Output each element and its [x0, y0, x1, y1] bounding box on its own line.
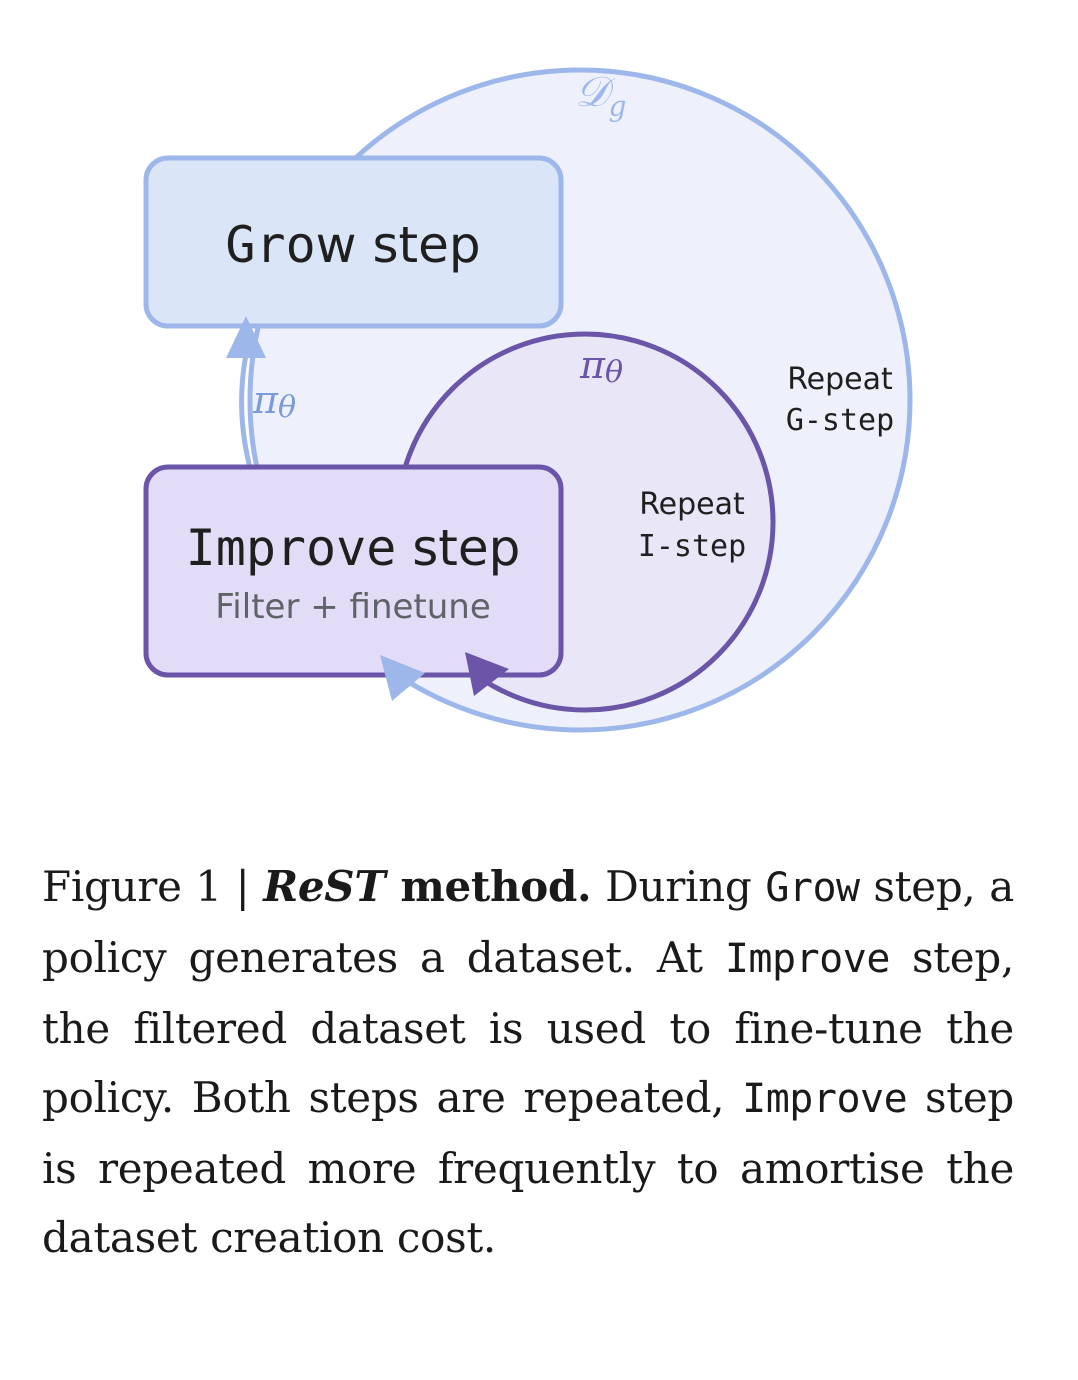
g-step-label: G-step	[786, 403, 894, 438]
improve-step-box	[143, 464, 564, 678]
figure-label: Figure 1 |	[42, 862, 264, 911]
grow-arrowhead-icon	[226, 316, 266, 358]
repeat-g-step-label: Repeat	[787, 362, 893, 397]
inner-policy-symbol: πθ	[579, 343, 623, 390]
grow-step-label: Grow step	[225, 216, 480, 274]
caption-code-improve-2: Improve	[742, 1076, 908, 1122]
method-suffix: method.	[385, 862, 592, 911]
figure-caption: Figure 1 | ReST method. During Grow step…	[42, 852, 1014, 1272]
repeat-i-step-label: Repeat	[639, 487, 745, 522]
grow-policy-symbol: πθ	[252, 378, 296, 425]
i-step-label: I-step	[638, 529, 746, 564]
caption-text-1: During	[591, 862, 766, 911]
rest-method-diagram: Grow step Improve step Filter + finetune…	[143, 67, 913, 733]
improve-step-sublabel: Filter + finetune	[215, 587, 491, 627]
inner-loop-arrowhead-icon	[465, 652, 509, 696]
caption-text-2: step, a policy generates a dataset. At	[42, 862, 1014, 982]
outer-loop-arrowhead-icon	[380, 655, 425, 701]
caption-code-improve-1: Improve	[724, 936, 891, 982]
grow-step-box	[143, 155, 564, 329]
caption-text-4: step is repeated more frequently to amor…	[42, 1073, 1014, 1262]
caption-code-grow: Grow	[765, 865, 860, 911]
method-name: ReST	[263, 862, 386, 911]
improve-step-label: Improve step	[186, 519, 521, 577]
caption-text-3: step, the filtered dataset is used to fi…	[42, 933, 1014, 1122]
